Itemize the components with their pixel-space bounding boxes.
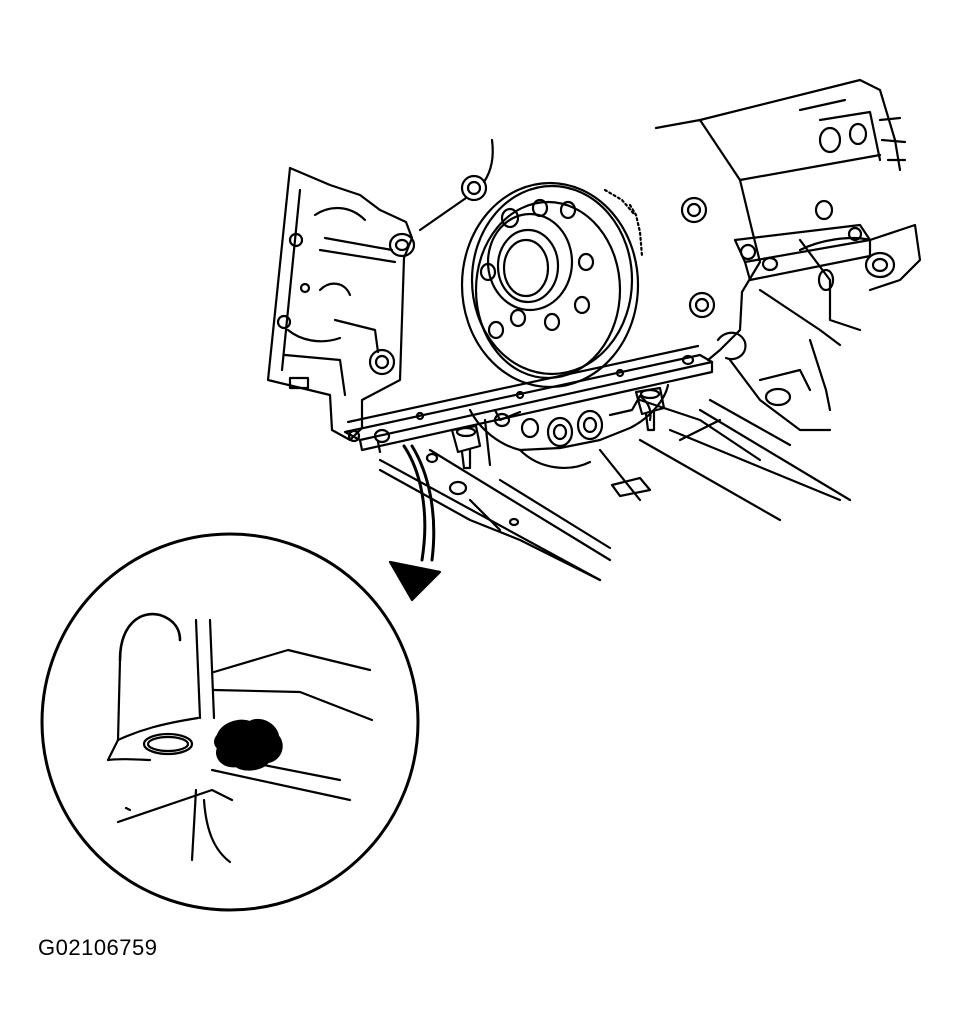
- sealant-bead: [213, 718, 283, 771]
- callout-arrow: [388, 444, 442, 602]
- lower-crankcase: [378, 383, 852, 582]
- right-block-casting: [654, 78, 922, 432]
- right-bracket: [733, 223, 872, 282]
- bolt-left-upper: [388, 232, 416, 258]
- bolt-left-lower: [368, 348, 396, 376]
- detail-magnifier: [40, 532, 420, 912]
- bolt-top-center: [418, 138, 494, 232]
- figure-id-label: G02106759: [38, 935, 158, 960]
- bolt-right-upper: [680, 196, 708, 224]
- retainer-bolt-holes: [479, 198, 595, 340]
- pan-bolt-far-left: [373, 428, 391, 454]
- oil-pan-rail: [343, 344, 714, 452]
- bolt-right-lower: [688, 291, 716, 319]
- rear-seal-retainer: [460, 181, 644, 389]
- left-block-casting: [266, 166, 414, 442]
- pan-bolt-right: [634, 386, 666, 432]
- engine-block-assembly: [266, 78, 922, 582]
- pan-bolt-left: [450, 424, 482, 470]
